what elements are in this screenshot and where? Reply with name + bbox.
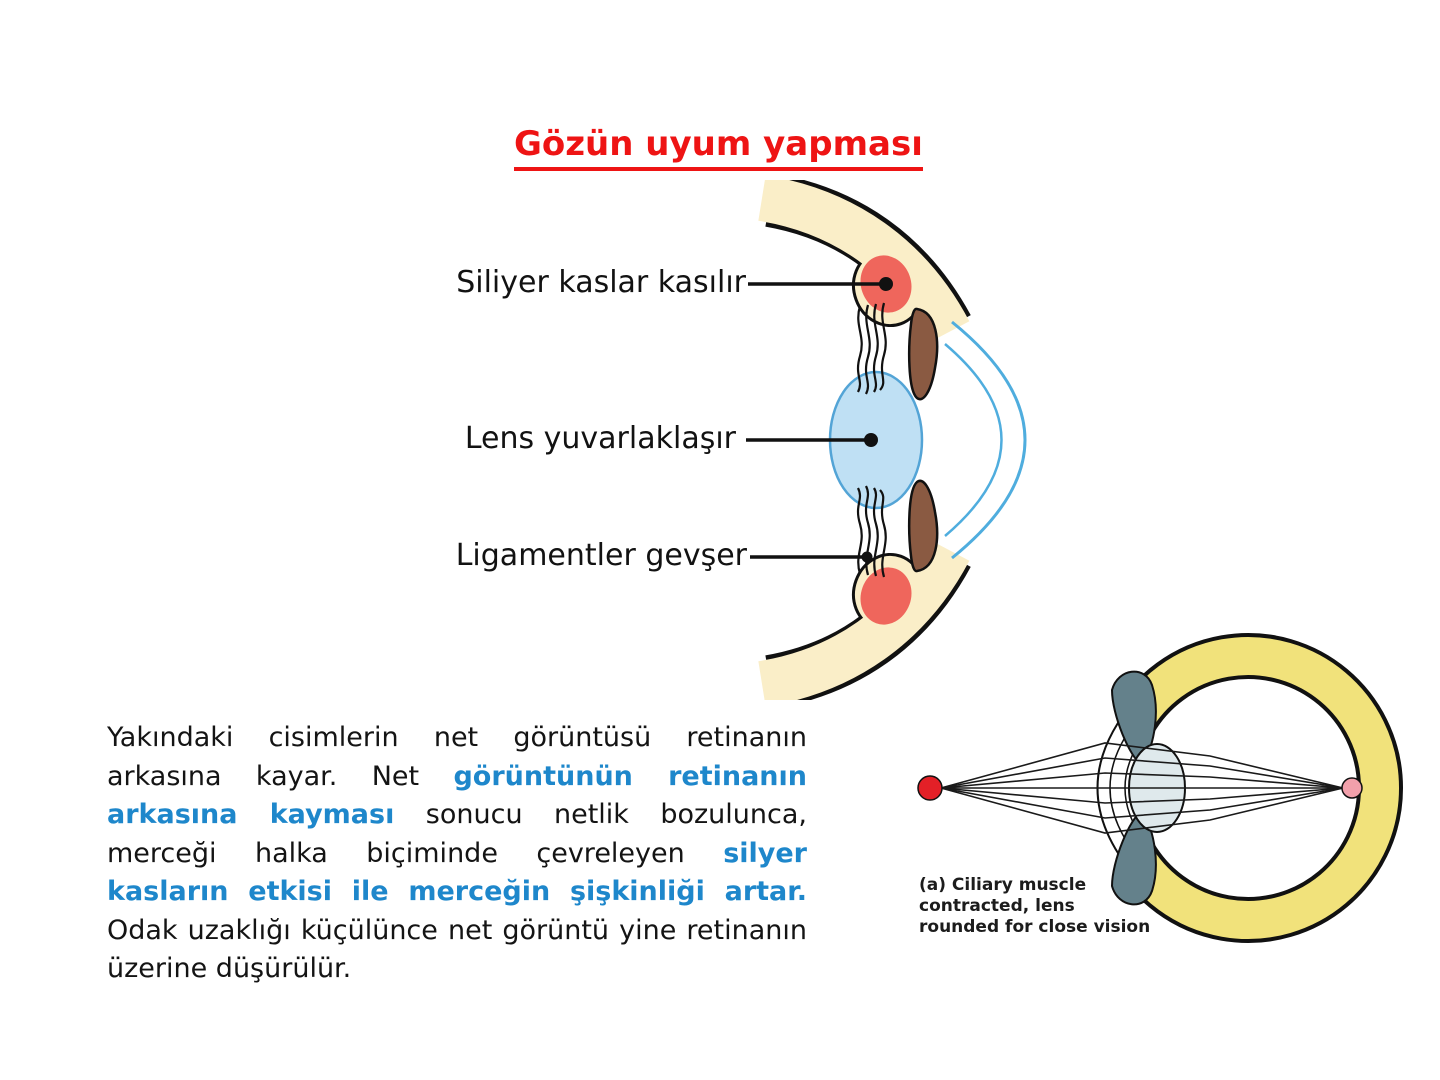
ciliary-muscle-bottom (860, 567, 912, 625)
label-connectors (746, 277, 893, 563)
label-lens: Lens yuvarlaklaşır (464, 421, 736, 456)
near-object-point (917, 775, 943, 801)
label-ciliary-muscles: Siliyer kaslar kasılır (456, 265, 746, 300)
iris-bottom (907, 479, 939, 573)
ciliary-muscle-gray-bottom (1110, 809, 1157, 906)
light-rays (940, 742, 1344, 834)
paragraph-highlight-blue: silyer kasların etkisi ile merceğin şişk… (107, 837, 807, 908)
cornea-outer-arc (951, 320, 1027, 560)
page-title: Gözün uyum yapması (514, 124, 923, 171)
close-vision-optics-diagram (917, 633, 1403, 943)
sclera-top (757, 180, 970, 344)
paragraph-highlight-blue: görüntünün retinanın arkasına kayması (107, 760, 807, 831)
paragraph-text: Yakındaki cisimlerin net görüntüsü retin… (107, 722, 807, 792)
paragraph-text: Odak uzaklığı küçülünce net görüntü yine… (107, 914, 807, 985)
paragraph-text: sonucu netlik bozulunca, merceği halka b… (107, 799, 807, 869)
focal-point-on-retina (1341, 777, 1363, 799)
sclera-bottom (757, 538, 970, 700)
eyeball-ring (1117, 637, 1399, 939)
eye-accommodation-diagram (746, 180, 1027, 700)
ciliary-muscle-gray-top (1110, 670, 1157, 767)
ligaments-top (856, 302, 887, 395)
explanation-paragraph: Yakındaki cisimlerin net görüntüsü retin… (107, 719, 807, 989)
small-diagram-caption: (a) Ciliary muscle contracted, lens roun… (919, 875, 1151, 937)
iris-top (907, 307, 939, 401)
label-ligaments: Ligamentler gevşer (455, 538, 747, 573)
cornea-inner-arc (944, 343, 1003, 537)
